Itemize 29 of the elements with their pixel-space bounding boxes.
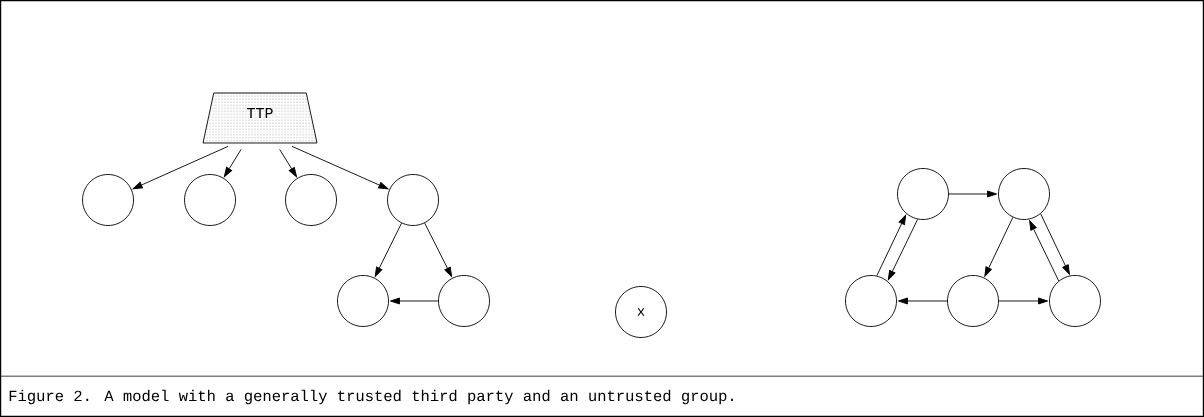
arrow <box>291 145 389 190</box>
circle-node: x <box>615 286 667 338</box>
arrow <box>984 216 1014 277</box>
circle-node <box>438 275 490 327</box>
arrow <box>223 148 242 178</box>
arrow <box>998 297 1048 305</box>
arrow <box>1029 220 1060 282</box>
arrow <box>424 222 453 277</box>
circle-node <box>1049 275 1101 327</box>
arrow <box>374 222 402 277</box>
trapezoid-node: TTP <box>202 92 318 144</box>
circle-node <box>184 174 236 226</box>
circle-node <box>337 275 389 327</box>
arrow <box>898 297 948 305</box>
caption: Figure 2. A model with a generally trusted third party and an untrusted group. <box>9 389 733 405</box>
circle-node <box>947 275 999 327</box>
arrow <box>948 190 998 198</box>
arrow <box>132 145 229 190</box>
arrow <box>1040 213 1070 275</box>
arrow <box>887 218 919 281</box>
circle-node <box>897 168 949 220</box>
arrow <box>390 297 439 305</box>
arrow <box>876 214 907 277</box>
circle-node <box>82 174 134 226</box>
circle-node <box>998 168 1050 220</box>
circle-node <box>845 275 897 327</box>
circle-node <box>285 174 337 226</box>
arrow <box>279 148 297 178</box>
circle-node <box>387 174 439 226</box>
